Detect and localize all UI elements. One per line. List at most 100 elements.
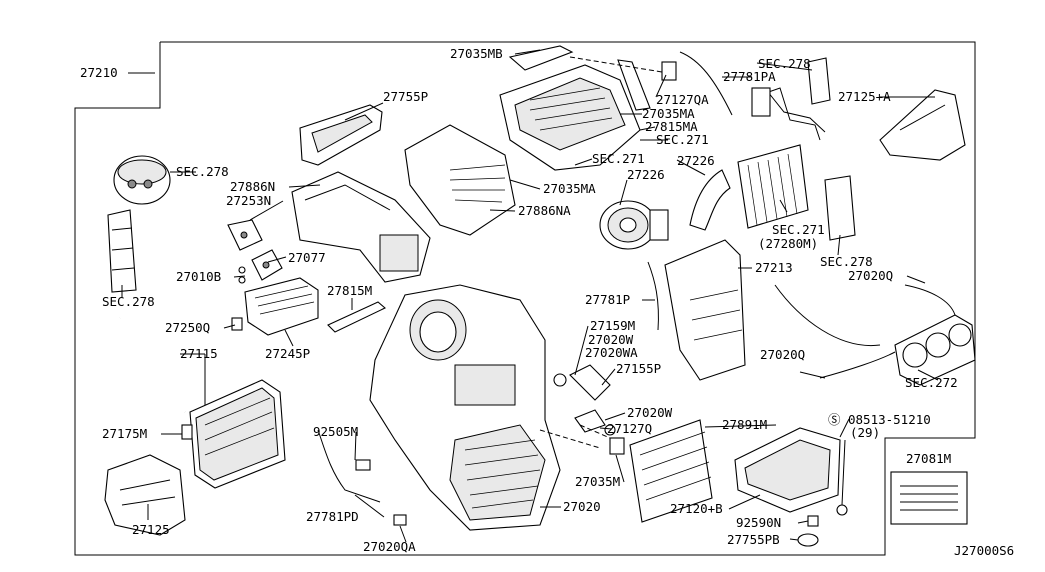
- duct-27886na: [404, 124, 516, 236]
- label-27125a: 27125+A: [838, 89, 891, 104]
- label-27020w-b: 27020W: [627, 405, 673, 420]
- label-sec272: SEC.272: [905, 375, 958, 390]
- screw-08513: [836, 439, 848, 516]
- heater-pipe: [119, 313, 187, 415]
- label-27175m: 27175M: [102, 426, 147, 441]
- bracket-27125: [104, 454, 186, 536]
- actuator-27253n: [227, 219, 263, 251]
- label-27891m: 27891M: [722, 417, 767, 432]
- blower-motor: [599, 200, 669, 250]
- label-27020q-b: 27020Q: [760, 347, 805, 362]
- panel-27213: [664, 239, 746, 381]
- bracket-top: [807, 57, 831, 105]
- clip-27175m: [181, 424, 193, 440]
- label-sec278-top: SEC.278: [758, 56, 811, 71]
- filter-pad-27755p: [299, 104, 383, 166]
- filter-27891m: [629, 419, 713, 523]
- connector-27020qa: [393, 514, 407, 526]
- label-27210: 27210: [80, 65, 118, 80]
- clip-92590n: [807, 515, 819, 527]
- cable-27781pa: [679, 51, 733, 116]
- sensor-27781p: [647, 261, 659, 331]
- grommet-27755pb: [797, 533, 819, 547]
- round-pad: [113, 155, 171, 205]
- label-27815m: 27815M: [327, 283, 372, 298]
- evaporator: [737, 144, 809, 229]
- label-27120b: 27120+B: [670, 501, 723, 516]
- label-27081m: 27081M: [906, 451, 951, 466]
- hvac-housing: [369, 284, 561, 531]
- diagram-id: J27000S6: [954, 543, 1014, 558]
- label-27159m: 27159M: [590, 318, 635, 333]
- label-27035ma-1: 27035MA: [642, 106, 695, 121]
- linkage-27155p: [553, 364, 611, 401]
- label-27815ma: 27815MA: [645, 119, 698, 134]
- label-92590n: 92590N: [736, 515, 781, 530]
- bracket-right: [824, 175, 856, 241]
- label-27226-b: 27226: [627, 167, 665, 182]
- label-27245p: 27245P: [265, 346, 310, 361]
- clip-27250q: [231, 317, 243, 331]
- label-27127q: 27127Q: [607, 421, 652, 436]
- label-27886na: 27886NA: [518, 203, 571, 218]
- drain-tray: [734, 427, 841, 513]
- label-sec278-bl: SEC.278: [102, 294, 155, 309]
- assembly-dash-lines: [539, 56, 663, 449]
- link-27020w: [574, 409, 606, 433]
- lever-27815m: [327, 301, 386, 333]
- label-27035m: 27035M: [575, 474, 620, 489]
- label-27125: 27125: [132, 522, 170, 537]
- label-08513-qty: (29): [850, 425, 880, 440]
- intake-unit: [499, 45, 651, 171]
- duct-27226: [689, 169, 731, 231]
- expansion-valve-pipes: [751, 87, 826, 141]
- label-27020wa: 27020WA: [585, 345, 638, 360]
- heater-core: [189, 379, 286, 489]
- plug-27035m: [609, 437, 625, 455]
- label-27020w-a: 27020W: [588, 332, 634, 347]
- label-sec278-left: SEC.278: [176, 164, 229, 179]
- assembly-frame: [74, 41, 976, 556]
- label-27127qa: 27127QA: [656, 92, 709, 107]
- label-sec271-b: SEC.271: [592, 151, 645, 166]
- label-27035ma-2: 27035MA: [543, 181, 596, 196]
- actuator-27077: [251, 249, 283, 281]
- label-27250q: 27250Q: [165, 320, 210, 335]
- clip-27127q: [604, 424, 616, 436]
- label-plate-27081m: [890, 471, 968, 525]
- label-27213: 27213: [755, 260, 793, 275]
- label-27886n: 27886N: [230, 179, 275, 194]
- label-27035mb: 27035MB: [450, 46, 503, 61]
- bracket-left: [107, 209, 137, 293]
- control-unit: [894, 314, 976, 386]
- leader-lines: [121, 49, 939, 543]
- label-27020: 27020: [563, 499, 601, 514]
- label-sec278-right: SEC.278: [820, 254, 873, 269]
- label-27781pd: 27781PD: [306, 509, 359, 524]
- label-08513-51210: 08513-51210: [848, 412, 931, 427]
- label-27020qa: 27020QA: [363, 539, 416, 554]
- label-27226-a: 27226: [677, 153, 715, 168]
- part-labels: 27210 27035MB 27781PA SEC.278 27125+A 27…: [80, 46, 1014, 558]
- label-27781pa: 27781PA: [723, 69, 776, 84]
- screw-callout-symbol: Ⓢ: [828, 412, 841, 427]
- label-sec271-c: SEC.271: [772, 222, 825, 237]
- label-27781p: 27781P: [585, 292, 630, 307]
- label-sec271-a: SEC.271: [656, 132, 709, 147]
- label-27077: 27077: [288, 250, 326, 265]
- label-27155p: 27155P: [616, 361, 661, 376]
- sensor-92505m: [317, 429, 381, 503]
- label-27253n: 27253N: [226, 193, 271, 208]
- label-27280m: (27280M): [758, 236, 818, 251]
- label-27010b: 27010B: [176, 269, 221, 284]
- label-27020q-a: 27020Q: [848, 268, 893, 283]
- harness-27020q: [774, 284, 956, 379]
- box-27245p: [244, 277, 319, 336]
- valve-27127qa: [661, 61, 677, 81]
- duct-27886n: [291, 171, 431, 283]
- screw-27010b: [238, 266, 246, 284]
- label-27755p: 27755P: [383, 89, 428, 104]
- label-92505m: 92505M: [313, 424, 358, 439]
- label-27755pb: 27755PB: [727, 532, 780, 547]
